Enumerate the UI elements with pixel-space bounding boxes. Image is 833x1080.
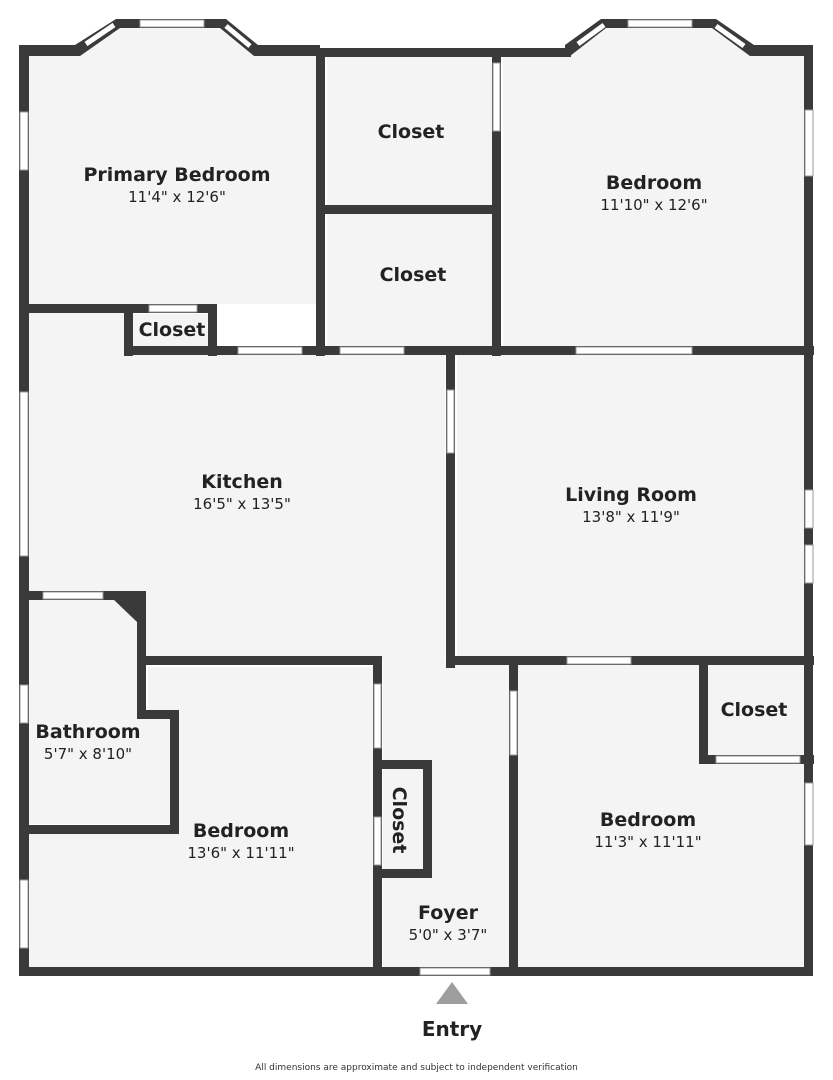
opening-closet-top-door xyxy=(492,62,501,132)
bedroom-bottom-right-name: Bedroom xyxy=(600,809,696,831)
wall-rcloset-left xyxy=(699,656,708,764)
opening-closet-center-door xyxy=(339,346,405,355)
wall-vcloset-right xyxy=(423,760,432,878)
window-primary-bay-top xyxy=(139,19,205,28)
wall-vcloset-top xyxy=(373,760,431,769)
bedroom-bottom-left-dims: 13'6" x 11'11" xyxy=(187,844,294,862)
wall-primary-right xyxy=(316,48,325,356)
wall-closet-left-side xyxy=(124,304,133,356)
bathroom-dims: 5'7" x 8'10" xyxy=(44,745,132,763)
room-labels: Primary Bedroom 11'4" x 12'6" Closet Clo… xyxy=(35,121,787,944)
bathroom-floor xyxy=(27,600,171,824)
window-left-1 xyxy=(19,111,29,171)
wall-bath-right-lower xyxy=(170,710,179,834)
floor-areas xyxy=(27,26,806,968)
wall-vcloset-bottom xyxy=(373,869,431,878)
bathroom-name: Bathroom xyxy=(35,721,140,743)
opening-vcloset-door xyxy=(373,816,382,866)
closet-small-left-floor xyxy=(133,314,208,347)
kitchen-foyer-floor xyxy=(27,312,511,968)
opening-bath-door xyxy=(42,591,104,600)
window-right-3 xyxy=(804,544,814,584)
bay-windows xyxy=(84,22,746,49)
window-right-4 xyxy=(804,782,814,846)
living-room-floor xyxy=(457,355,805,657)
wall-closet-divider xyxy=(316,205,501,214)
kitchen-dims: 16'5" x 13'5" xyxy=(193,495,291,513)
wall-primary-bottom xyxy=(19,304,126,313)
wall-bedroom-right xyxy=(373,656,382,976)
bedroom-bottom-left-floor xyxy=(27,667,373,968)
wall-bath-bottom xyxy=(19,825,179,834)
bedroom-top-right-name: Bedroom xyxy=(606,172,702,194)
wall-closets-right xyxy=(492,48,501,356)
window-primary-bay-right xyxy=(224,24,252,48)
primary-bedroom-dims: 11'4" x 12'6" xyxy=(128,188,226,206)
opening-closet-small xyxy=(148,304,198,313)
closet-vertical-floor xyxy=(383,766,424,873)
wall-living-left xyxy=(446,346,455,668)
bedroom-top-right-floor xyxy=(503,26,806,346)
bedroom-bottom-left-name: Bedroom xyxy=(193,820,289,842)
opening-living xyxy=(446,389,455,454)
entry-arrow-icon xyxy=(436,982,468,1004)
bedroom-top-right-dims: 11'10" x 12'6" xyxy=(600,196,707,214)
entry-label: Entry xyxy=(422,1017,482,1041)
closet-right-floor xyxy=(708,665,805,758)
opening-primary-door xyxy=(237,346,303,355)
primary-bedroom-name: Primary Bedroom xyxy=(83,164,270,186)
closet-mid-center-floor xyxy=(327,214,494,346)
opening-entry-door xyxy=(419,967,491,976)
window-left-2 xyxy=(19,391,29,557)
window-right-bay-top xyxy=(627,19,693,28)
bedroom-bottom-right-dims: 11'3" x 11'11" xyxy=(594,833,701,851)
wall-bath-step xyxy=(137,710,179,719)
closet-top-center-name: Closet xyxy=(378,121,445,143)
foyer-dims: 5'0" x 3'7" xyxy=(409,926,488,944)
window-primary-bay-left xyxy=(84,22,116,47)
wall-closet-right-side xyxy=(208,304,217,356)
closet-vertical-name: Closet xyxy=(388,787,410,854)
living-room-dims: 13'8" x 11'9" xyxy=(582,508,680,526)
wall-top-center xyxy=(316,48,571,57)
window-left-4 xyxy=(19,879,29,949)
wall-bedroom-top xyxy=(137,656,382,665)
opening-living-bottom xyxy=(566,656,632,665)
window-right-2 xyxy=(804,489,814,529)
window-right-bay-right xyxy=(714,23,746,49)
window-left-3 xyxy=(19,684,29,724)
primary-bedroom-floor xyxy=(27,26,318,304)
opening-bedroom-left-door xyxy=(373,683,382,749)
kitchen-name: Kitchen xyxy=(201,471,283,493)
wall-bath-right xyxy=(137,591,146,718)
living-room-name: Living Room xyxy=(565,484,697,506)
closet-mid-center-name: Closet xyxy=(380,264,447,286)
foyer-name: Foyer xyxy=(418,902,479,924)
window-right-bay-left xyxy=(576,22,606,47)
opening-rcloset-door xyxy=(715,755,801,764)
disclaimer-text: All dimensions are approximate and subje… xyxy=(255,1063,578,1073)
closet-small-left-name: Closet xyxy=(139,319,206,341)
windows xyxy=(19,19,814,976)
opening-rbedroom-door xyxy=(509,690,518,756)
closet-top-center-floor xyxy=(327,57,494,205)
wall-bottom xyxy=(19,967,813,976)
wall-foyer-right xyxy=(509,656,518,976)
window-right-1 xyxy=(804,109,814,177)
closet-right-name: Closet xyxy=(721,699,788,721)
opening-bedroom-door xyxy=(575,346,693,355)
wall-kitchen-top xyxy=(124,346,814,355)
wall-bath-corner xyxy=(112,598,137,622)
